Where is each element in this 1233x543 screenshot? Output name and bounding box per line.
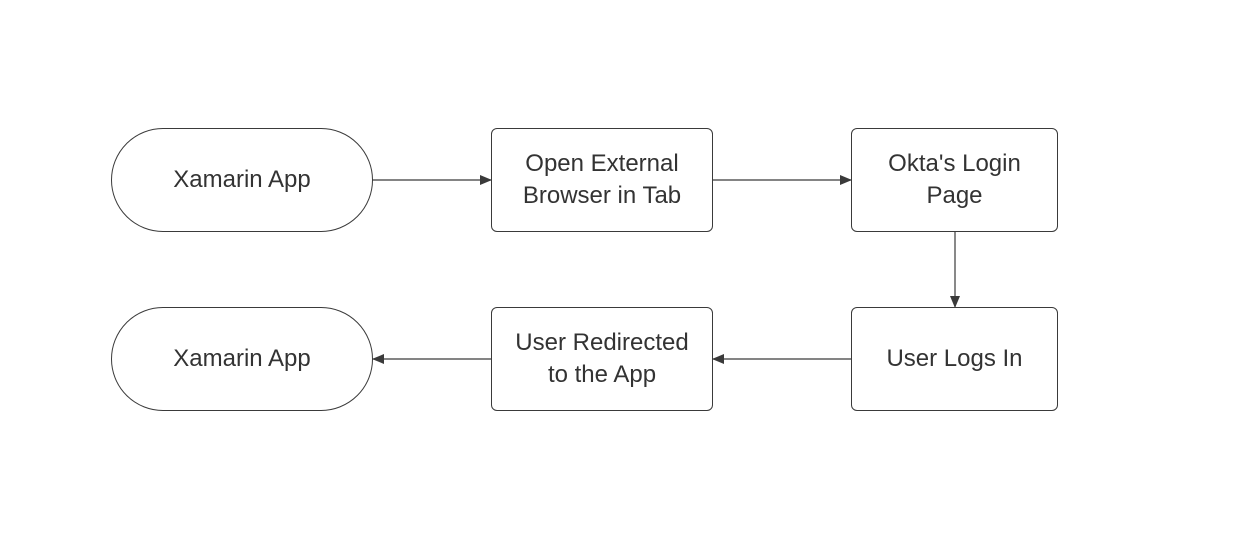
node-label: User Redirected to the App bbox=[515, 329, 689, 388]
node-label: Okta's Login Page bbox=[888, 150, 1021, 209]
node-label: Open External Browser in Tab bbox=[522, 150, 682, 209]
node-okta-login-page: Okta's Login Page bbox=[851, 128, 1058, 232]
node-start-xamarin-app: Xamarin App bbox=[111, 128, 373, 232]
node-user-redirected: User Redirected to the App bbox=[491, 307, 713, 411]
node-user-logs-in: User Logs In bbox=[851, 307, 1058, 411]
node-open-external-browser: Open External Browser in Tab bbox=[491, 128, 713, 232]
node-label: Xamarin App bbox=[173, 345, 311, 372]
node-label: User Logs In bbox=[886, 345, 1023, 372]
node-label: Xamarin App bbox=[173, 166, 311, 193]
node-end-xamarin-app: Xamarin App bbox=[111, 307, 373, 411]
